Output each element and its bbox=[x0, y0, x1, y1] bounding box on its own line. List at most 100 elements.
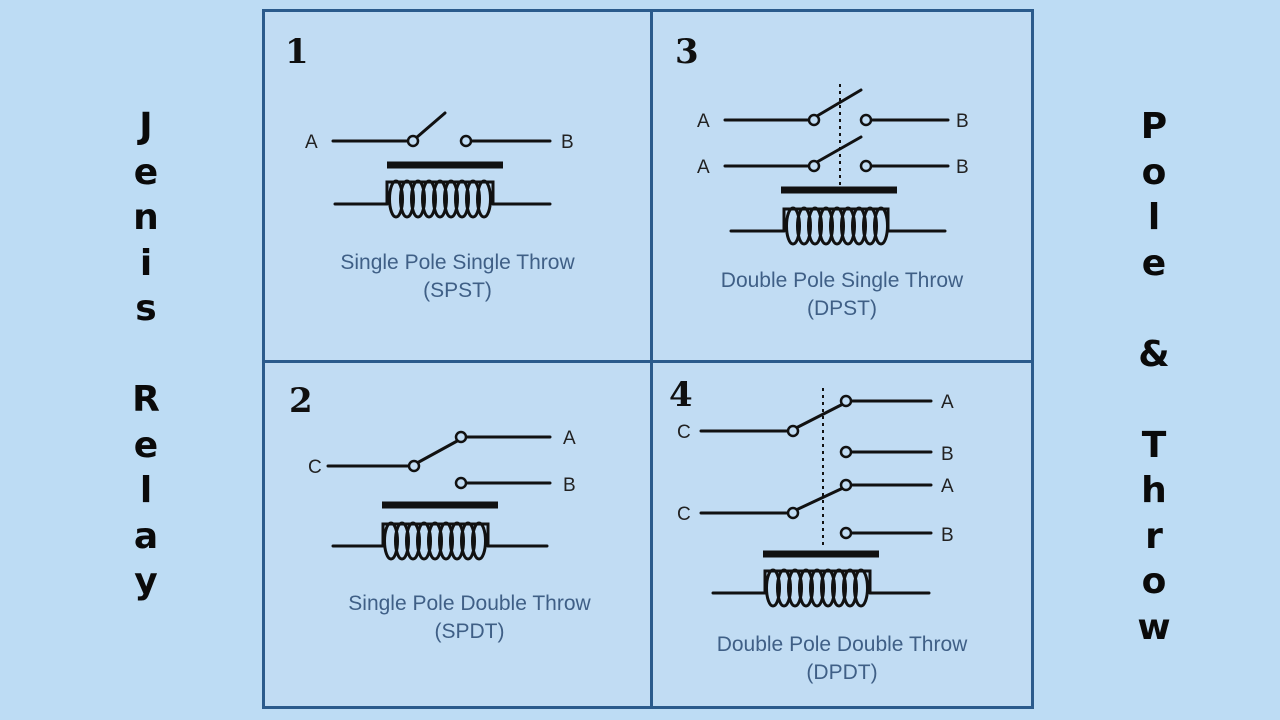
title-letter: e bbox=[1141, 242, 1167, 284]
caption-abbr: (DPDT) bbox=[806, 661, 878, 684]
coil-turn bbox=[438, 521, 454, 561]
coil-turn bbox=[476, 179, 492, 219]
terminal-label-a-upper: A bbox=[697, 111, 710, 132]
caption-name: Single Pole Single Throw bbox=[340, 251, 575, 274]
relay-types-grid: 1 A B Single Pole Single Throw (SPST) 3 bbox=[262, 9, 1034, 709]
panel-caption: Single Pole Double Throw (SPDT) bbox=[277, 590, 650, 646]
title-letter: l bbox=[139, 470, 153, 511]
terminal-label-a: A bbox=[305, 132, 318, 153]
grid-vertical-divider bbox=[650, 12, 653, 706]
coil-turn bbox=[416, 521, 432, 561]
caption-name: Double Pole Single Throw bbox=[720, 269, 964, 292]
coil-turn bbox=[776, 568, 792, 608]
coil-turn bbox=[820, 568, 836, 608]
spst-schematic: A B bbox=[305, 111, 574, 219]
coil-turn bbox=[405, 521, 421, 561]
switch-blade-lower bbox=[794, 486, 845, 512]
coil-turn bbox=[449, 521, 465, 561]
caption-name: Single Pole Double Throw bbox=[348, 592, 591, 615]
grid-horizontal-divider bbox=[265, 360, 1031, 363]
switch-blade bbox=[414, 111, 447, 140]
switch-blade-upper bbox=[794, 402, 845, 430]
terminal-label-a-upper: A bbox=[941, 392, 954, 413]
panel-dpdt: 4 A C bbox=[653, 363, 1031, 706]
coil-loops bbox=[785, 206, 889, 246]
coil-turn bbox=[765, 568, 781, 608]
caption-name: Double Pole Double Throw bbox=[716, 633, 968, 656]
title-letter: & bbox=[1138, 333, 1170, 375]
terminal-label-c-upper: C bbox=[677, 422, 691, 443]
terminal-label-b: B bbox=[563, 475, 576, 496]
dpst-schematic: A B A B bbox=[697, 84, 969, 246]
coil-turn bbox=[432, 179, 448, 219]
title-letter: w bbox=[1137, 606, 1171, 648]
contact-b-lower bbox=[859, 159, 873, 173]
terminal-label-c-lower: C bbox=[677, 504, 691, 525]
switch-blade bbox=[415, 438, 461, 465]
contact-common-lower bbox=[786, 506, 800, 520]
coil-turn bbox=[809, 568, 825, 608]
terminal-label-b-lower: B bbox=[941, 525, 954, 546]
contact-b-lower bbox=[839, 526, 853, 540]
title-letter: s bbox=[135, 288, 157, 329]
title-letter: h bbox=[1141, 470, 1167, 511]
contact-a-lower bbox=[839, 478, 853, 492]
coil-turn bbox=[787, 568, 803, 608]
panel-caption: Single Pole Single Throw (SPST) bbox=[265, 249, 650, 305]
coil-turn bbox=[443, 179, 459, 219]
coil-turn bbox=[807, 206, 823, 246]
terminal-label-a: A bbox=[563, 428, 576, 449]
coil-turn bbox=[873, 206, 889, 246]
caption-abbr: (SPDT) bbox=[434, 620, 505, 643]
coil-turn bbox=[840, 206, 856, 246]
panel-spdt: 2 A C B Single Pole Double Throw (SPDT) bbox=[265, 363, 650, 706]
coil-loops bbox=[765, 568, 869, 608]
title-letter: o bbox=[1141, 561, 1167, 602]
terminal-label-a-lower: A bbox=[941, 476, 954, 497]
coil-turn bbox=[460, 521, 476, 561]
panel-number: 2 bbox=[289, 381, 313, 421]
panel-number: 3 bbox=[675, 32, 699, 72]
coil-turn bbox=[831, 568, 847, 608]
dpdt-schematic: A C B A C B bbox=[677, 388, 954, 608]
coil-turn bbox=[421, 179, 437, 219]
coil-turn bbox=[796, 206, 812, 246]
coil-turn bbox=[862, 206, 878, 246]
contact-common-lower bbox=[807, 159, 821, 173]
terminal-label-b-lower: B bbox=[956, 157, 969, 178]
title-letter: a bbox=[133, 515, 159, 557]
panel-dpst: 3 A B A B bbox=[653, 12, 1031, 360]
contact-b-upper bbox=[839, 445, 853, 459]
title-letter: o bbox=[1141, 151, 1167, 193]
panel-number: 1 bbox=[285, 32, 309, 72]
title-letter: i bbox=[139, 242, 153, 284]
spdt-schematic: A C B bbox=[308, 428, 576, 561]
coil-turn bbox=[471, 521, 487, 561]
title-letter: l bbox=[1147, 197, 1161, 238]
title-letter: R bbox=[132, 379, 160, 420]
terminal-label-c: C bbox=[308, 457, 322, 478]
contact-b bbox=[459, 134, 473, 148]
coil-loops bbox=[383, 521, 487, 561]
coil-turn bbox=[851, 206, 867, 246]
title-letter: e bbox=[133, 151, 159, 193]
coil-turn bbox=[399, 179, 415, 219]
panel-number: 4 bbox=[669, 375, 693, 415]
title-letter: r bbox=[1145, 515, 1163, 557]
contact-common-upper bbox=[807, 113, 821, 127]
coil-loops bbox=[388, 179, 492, 219]
title-letter: n bbox=[133, 197, 159, 238]
switch-blade-upper bbox=[815, 88, 863, 118]
coil-turn bbox=[388, 179, 404, 219]
contact-common-upper bbox=[786, 424, 800, 438]
terminal-label-b: B bbox=[561, 132, 574, 153]
coil-turn bbox=[798, 568, 814, 608]
caption-abbr: (DPST) bbox=[807, 297, 877, 320]
title-letter: e bbox=[133, 424, 159, 466]
title-letter: P bbox=[1140, 106, 1168, 147]
coil-turn bbox=[410, 179, 426, 219]
coil-turn bbox=[818, 206, 834, 246]
coil-turn bbox=[427, 521, 443, 561]
